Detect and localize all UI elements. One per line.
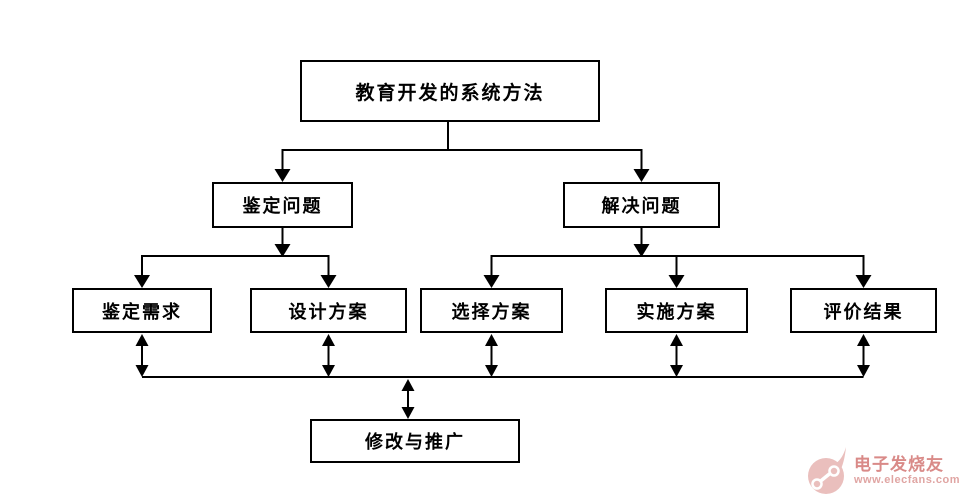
elecfans-logo-icon <box>807 447 846 494</box>
node-identify-problem: 鉴定问题 <box>212 182 353 228</box>
watermark-brand: 电子发烧友 <box>853 454 944 474</box>
connector-solve-split <box>483 228 872 288</box>
node-identify-needs: 鉴定需求 <box>72 288 212 333</box>
connector-feedback-bus <box>135 334 870 419</box>
node-select-plan: 选择方案 <box>420 288 563 333</box>
node-solve-problem: 解决问题 <box>563 182 720 228</box>
node-root: 教育开发的系统方法 <box>300 60 600 122</box>
node-design-plan: 设计方案 <box>250 288 407 333</box>
connector-identify-split <box>134 228 337 288</box>
watermark-url: www.elecfans.com <box>853 474 960 487</box>
node-evaluate-results: 评价结果 <box>790 288 937 333</box>
watermark: 电子发烧友 www.elecfans.com <box>806 445 960 497</box>
connector-root-split <box>274 122 650 182</box>
node-revise-promote: 修改与推广 <box>310 419 520 463</box>
node-implement-plan: 实施方案 <box>605 288 748 333</box>
